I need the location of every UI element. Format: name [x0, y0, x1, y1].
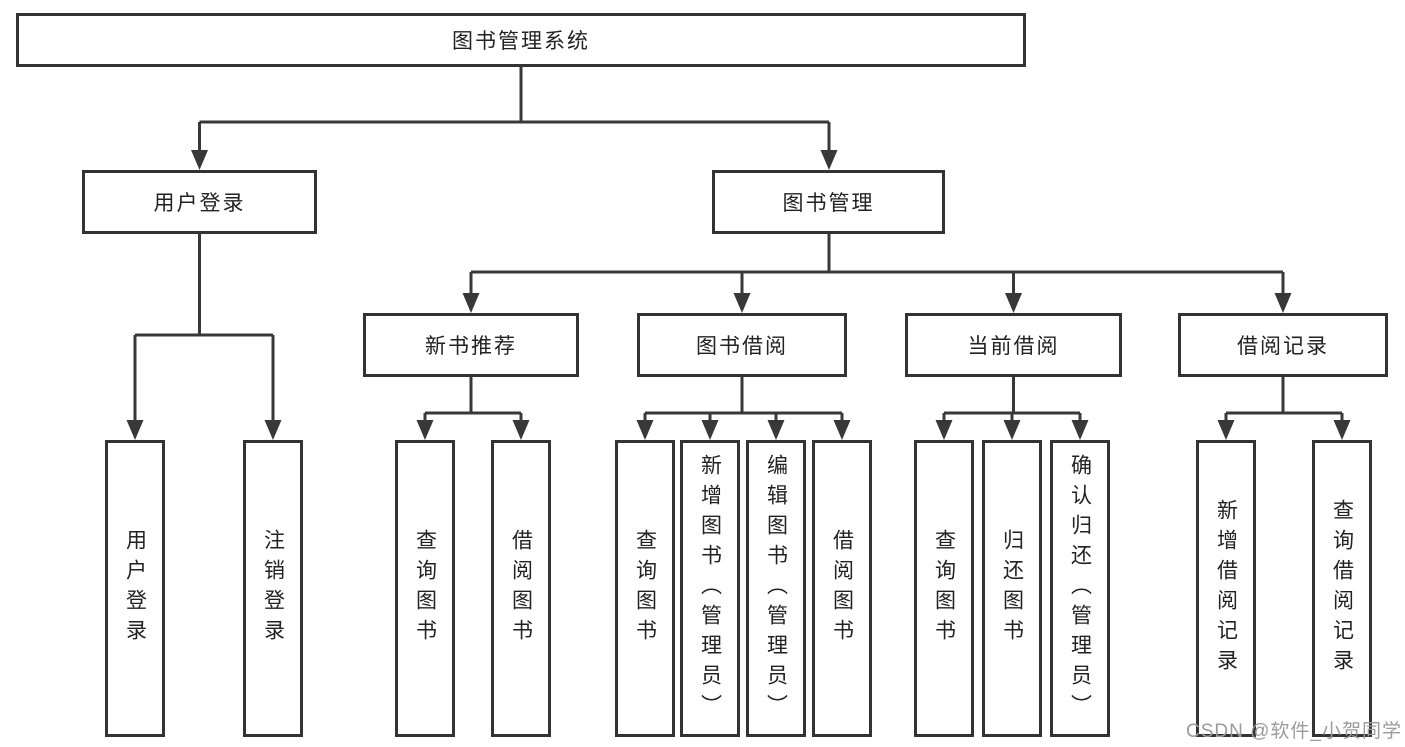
node-label: 图书管理系统 — [452, 30, 590, 53]
leaf-label: 查询借阅记录 — [1330, 498, 1354, 679]
leaf-label: 归还图书 — [1000, 528, 1024, 649]
connector-borrowrecord-to-leaves — [1217, 377, 1351, 440]
node-label: 图书借阅 — [696, 335, 788, 358]
leaf-edit-books-admin: 编辑图书（管理员） — [746, 440, 806, 737]
connector-bookmgmt-to-level3 — [462, 234, 1292, 313]
node-library-management-system: 图书管理系统 — [16, 13, 1026, 67]
leaf-query-books-borrow: 查询图书 — [615, 440, 675, 737]
leaf-add-books-admin: 新增图书（管理员） — [680, 440, 740, 737]
node-user-login: 用户登录 — [82, 170, 317, 234]
leaf-query-borrow-record: 查询借阅记录 — [1312, 440, 1372, 737]
leaf-label: 用户登录 — [123, 528, 147, 649]
connector-root-to-level2 — [191, 67, 838, 170]
connector-userlogin-to-leaves — [126, 234, 282, 440]
node-label: 图书管理 — [782, 192, 875, 215]
leaf-label: 借阅图书 — [509, 528, 533, 649]
leaf-return-books: 归还图书 — [982, 440, 1042, 737]
connector-currentborrow-to-leaves — [935, 377, 1089, 440]
node-book-borrowing: 图书借阅 — [637, 313, 847, 377]
node-borrowing-records: 借阅记录 — [1178, 313, 1388, 377]
leaf-label: 查询图书 — [932, 528, 956, 649]
leaf-query-books-current: 查询图书 — [914, 440, 974, 737]
node-new-book-recommendation: 新书推荐 — [363, 313, 579, 377]
leaf-logout: 注销登录 — [243, 440, 303, 737]
leaf-query-books-recommend: 查询图书 — [395, 440, 455, 737]
leaf-label: 注销登录 — [261, 528, 285, 649]
csdn-watermark: CSDN @软件_小贺同学 — [1186, 721, 1402, 742]
connector-bookborrow-to-leaves — [636, 377, 851, 440]
leaf-add-borrow-record: 新增借阅记录 — [1196, 440, 1256, 737]
node-label: 用户登录 — [153, 192, 246, 215]
leaf-label: 确认归还（管理员） — [1068, 453, 1092, 724]
leaf-label: 新增图书（管理员） — [698, 453, 722, 724]
node-book-management: 图书管理 — [712, 170, 945, 234]
leaf-label: 查询图书 — [633, 528, 657, 649]
leaf-borrow-books: 借阅图书 — [812, 440, 872, 737]
leaf-confirm-return-admin: 确认归还（管理员） — [1050, 440, 1110, 737]
connector-newbook-to-leaves — [416, 377, 530, 440]
leaf-label: 编辑图书（管理员） — [764, 453, 788, 724]
leaf-label: 借阅图书 — [830, 528, 854, 649]
node-label: 借阅记录 — [1237, 335, 1329, 358]
node-label: 当前借阅 — [967, 335, 1060, 358]
leaf-user-login: 用户登录 — [105, 440, 165, 737]
node-label: 新书推荐 — [425, 335, 517, 358]
leaf-label: 查询图书 — [413, 528, 437, 649]
node-current-borrowing: 当前借阅 — [905, 313, 1122, 377]
leaf-label: 新增借阅记录 — [1214, 498, 1238, 679]
leaf-borrow-books-recommend: 借阅图书 — [491, 440, 551, 737]
